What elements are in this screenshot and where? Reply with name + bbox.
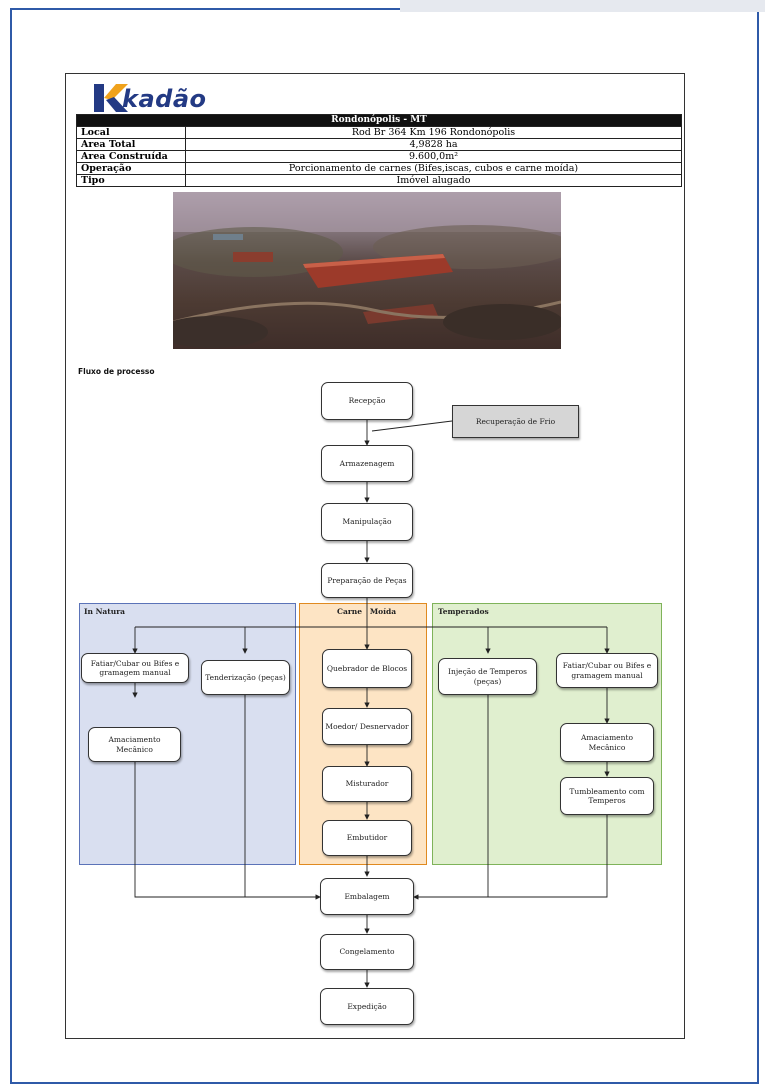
step-misturador: Misturador [322,766,412,802]
step-quebrador-blocos: Quebrador de Blocos [322,649,412,688]
frame-tab [400,0,765,12]
zone-label-in-natura: In Natura [84,607,126,616]
step-fatiar-temperados: Fatiar/Cubar ou Bifes e gramagem manual [556,653,658,688]
step-injecao-temperos: Injeção de Temperos (peças) [438,658,537,695]
step-embutidor: Embutidor [322,820,412,856]
step-armazenagem: Armazenagem [321,445,413,482]
step-preparacao-pecas: Preparação de Peças [321,563,413,598]
site-info-table: Rondonópolis - MT Local Rod Br 364 Km 19… [76,114,682,187]
step-embalagem: Embalagem [320,878,414,915]
table-row: Tipo Imóvel alugado [76,174,682,187]
step-fatiar-in-natura: Fatiar/Cubar ou Bifes e gramagem manual [81,653,189,683]
kadao-logo [94,84,128,112]
zone-label-carne-moida: Carne Moída [337,607,397,616]
table-row: Operação Porcionamento de carnes (Bifes,… [76,162,682,175]
flow-title: Fluxo de processo [78,367,155,376]
step-recuperacao-frio: Recuperação de Frio [452,405,579,438]
table-header-row: Rondonópolis - MT [76,114,682,127]
row-value-tipo: Imóvel alugado [185,174,682,187]
brand-name: kadão [122,85,207,113]
step-tumbleamento: Tumbleamento com Temperos [560,777,654,815]
table-title: Rondonópolis - MT [76,114,682,127]
aerial-photo [173,192,561,349]
step-recepcao: Recepção [321,382,413,420]
step-amaciamento-in-natura: Amaciamento Mecânico [88,727,181,762]
step-moedor-desnervador: Moedor/ Desnervador [322,708,412,745]
step-congelamento: Congelamento [320,934,414,970]
step-expedicao: Expedição [320,988,414,1025]
step-amaciamento-temperados: Amaciamento Mecânico [560,723,654,762]
zone-label-temperados: Temperados [438,607,489,616]
step-manipulacao: Manipulação [321,503,413,541]
step-tenderizacao: Tenderização (peças) [201,660,290,695]
aerial-photo-illustration [173,192,561,348]
